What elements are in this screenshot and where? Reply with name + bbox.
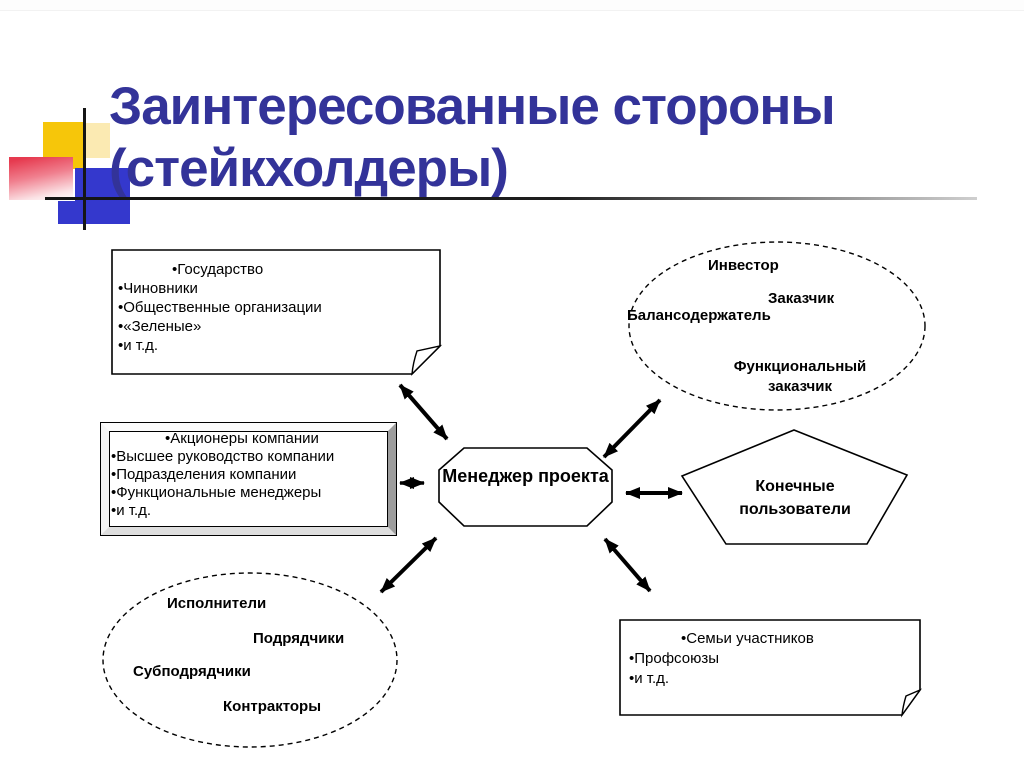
deco-pale-yellow-square bbox=[85, 123, 110, 158]
list-item: •Акционеры компании bbox=[165, 430, 319, 447]
deco-pink-square bbox=[9, 157, 73, 200]
arrow-government bbox=[398, 383, 449, 441]
pentagon-end-users-shape bbox=[680, 429, 909, 545]
list-item: •и т.д. bbox=[629, 670, 670, 687]
pentagon-end-users-label: Конечные пользователи bbox=[739, 478, 851, 518]
deco-blue-square-lower bbox=[58, 201, 130, 224]
arrow-contractors bbox=[379, 536, 438, 594]
list-item: •и т.д. bbox=[118, 337, 159, 354]
list-item: •Функциональные менеджеры bbox=[111, 484, 322, 501]
list-item: •Государство bbox=[172, 261, 264, 278]
list-item: •Подразделения компании bbox=[111, 466, 297, 483]
label-executors: Исполнители bbox=[167, 595, 267, 612]
list-item: •Чиновники bbox=[118, 280, 198, 297]
arrow-families bbox=[603, 537, 652, 593]
label-customer: Заказчик bbox=[768, 290, 835, 307]
list-item: •Общественные организации bbox=[118, 299, 322, 316]
note-families-list: •Семьи участников •Профсоюзы •и т.д. bbox=[629, 629, 916, 689]
label-contractors: Подрядчики bbox=[253, 630, 345, 647]
deco-vertical-line bbox=[83, 108, 86, 230]
title-underline bbox=[45, 197, 977, 200]
bevel-frame bbox=[101, 423, 396, 535]
label-contracting-parties: Контракторы bbox=[223, 698, 322, 715]
ellipse-contractors-shape bbox=[102, 572, 398, 748]
label-subcontractors: Субподрядчики bbox=[133, 663, 251, 680]
note-company-list: •Акционеры компании •Высшее руководство … bbox=[111, 430, 391, 520]
bevel-company-shape bbox=[100, 422, 397, 536]
ellipse-investors-shape bbox=[628, 241, 926, 411]
octagon-project-manager-label: Менеджер проекта bbox=[442, 466, 609, 486]
bevel-inner-border bbox=[109, 431, 388, 527]
list-item: •Семьи участников bbox=[681, 630, 814, 647]
list-item: •и т.д. bbox=[111, 502, 152, 519]
list-item: •«Зеленые» bbox=[118, 318, 202, 335]
note-government-fold-icon bbox=[411, 344, 443, 376]
list-item: •Высшее руководство компании bbox=[111, 448, 335, 465]
label-investor: Инвестор bbox=[708, 257, 779, 274]
slide-title: Заинтересованные стороны (стейкхолдеры) bbox=[109, 76, 836, 198]
label-balance-holder: Балансодержатель bbox=[627, 307, 771, 324]
note-families-fold-icon bbox=[901, 688, 923, 718]
arrow-investors bbox=[602, 398, 662, 459]
octagon-project-manager-shape bbox=[438, 447, 613, 527]
slide-top-edge bbox=[0, 0, 1024, 11]
list-item: •Профсоюзы bbox=[629, 650, 719, 667]
label-functional-customer: Функциональный заказчик bbox=[733, 358, 867, 395]
note-government-list: •Государство •Чиновники •Общественные ор… bbox=[118, 260, 436, 355]
